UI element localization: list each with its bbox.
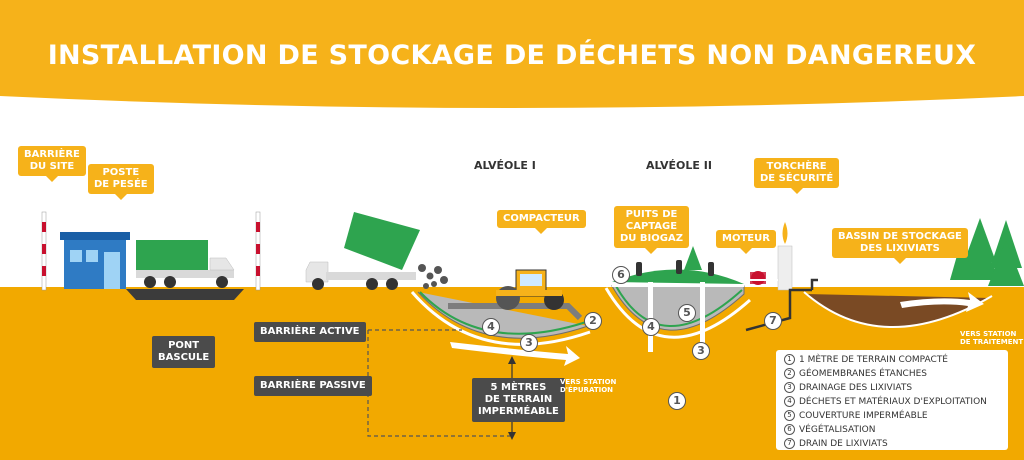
heading-alveole-1: ALVÉOLE I	[474, 159, 536, 172]
site-barrier-poles	[41, 211, 261, 291]
dump-truck	[305, 212, 420, 290]
falling-waste	[418, 264, 448, 289]
callout-bassin: BASSIN DE STOCKAGE DES LIXIVIATS	[832, 228, 968, 264]
marker-4-alveole-2: 4	[642, 318, 660, 336]
green-truck	[136, 240, 235, 288]
marker-6: 6	[612, 266, 630, 284]
biogas-wells	[636, 260, 714, 276]
torch-chimney	[777, 222, 793, 291]
flow-label-station-traitement: VERS STATION DE TRAITEMENT	[960, 330, 1024, 346]
flow-label-station-epuration: VERS STATION D'ÉPURATION	[560, 378, 617, 394]
forest-trees	[950, 218, 1024, 286]
compactor-machine	[496, 269, 564, 310]
label-barriere-passive: BARRIÈRE PASSIVE	[254, 376, 372, 396]
title-banner	[0, 0, 1024, 108]
heading-alveole-2: ALVÉOLE II	[646, 159, 712, 172]
label-pont-bascule: PONT BASCULE	[152, 336, 216, 368]
callout-puits-captage: PUITS DE CAPTAGE DU BIOGAZ	[614, 206, 689, 254]
marker-2: 2	[584, 312, 602, 330]
marker-5: 5	[678, 304, 696, 322]
weighbridge	[126, 289, 244, 300]
weigh-station-building	[60, 232, 130, 289]
motor-unit	[750, 271, 766, 285]
marker-1: 1	[668, 392, 686, 410]
marker-3-alveole-2: 3	[692, 342, 710, 360]
marker-4-alveole-1: 4	[482, 318, 500, 336]
callout-compacteur: COMPACTEUR	[497, 210, 586, 234]
callout-moteur: MOTEUR	[716, 230, 776, 254]
callout-torchere: TORCHÈRE DE SÉCURITÉ	[754, 158, 840, 194]
marker-7: 7	[764, 312, 782, 330]
alveole-2-tree	[684, 246, 702, 270]
label-barriere-active: BARRIÈRE ACTIVE	[254, 322, 366, 342]
label-terrain-impermeable: 5 MÈTRES DE TERRAIN IMPERMÉABLE	[472, 378, 565, 422]
flow-arrows	[450, 292, 984, 366]
page-title: INSTALLATION DE STOCKAGE DE DÉCHETS NON …	[47, 40, 977, 71]
marker-3-alveole-1: 3	[520, 334, 538, 352]
callout-poste-pesee: POSTE DE PESÉE	[88, 164, 154, 200]
barrier-dashed-lines	[367, 329, 510, 437]
callout-barriere-site: BARRIÈRE DU SITE	[18, 146, 86, 182]
